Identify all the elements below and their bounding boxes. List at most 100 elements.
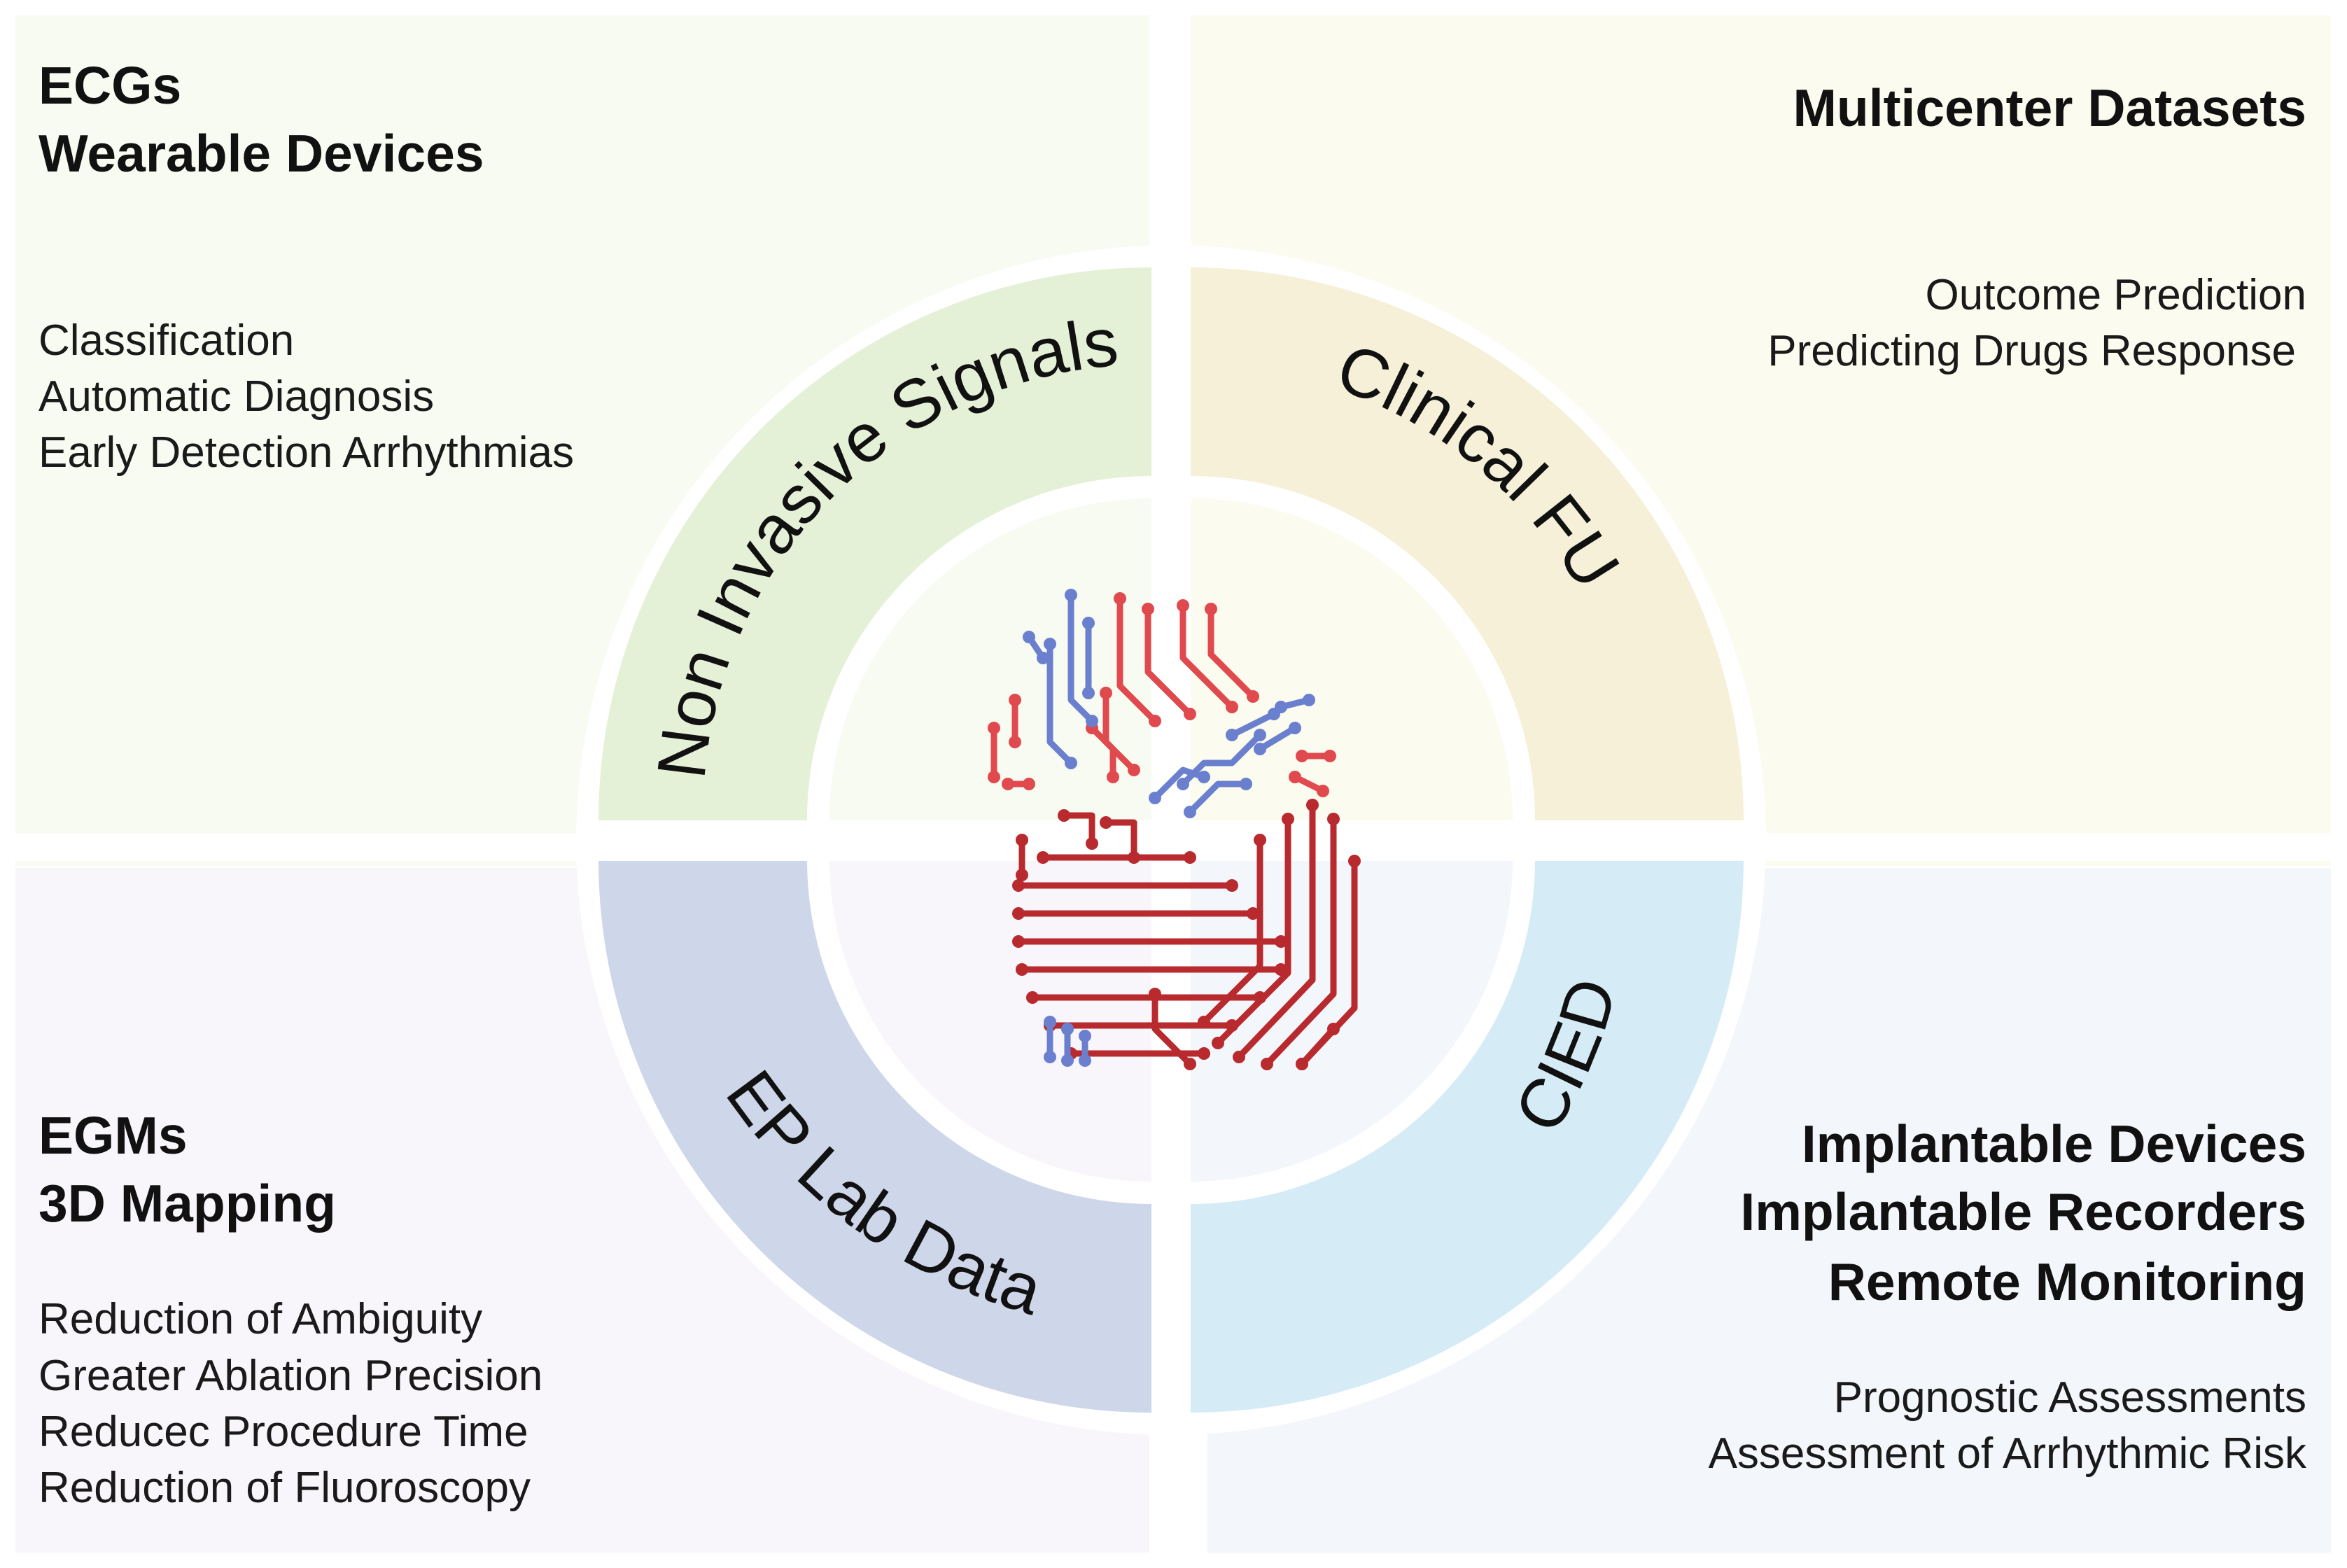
circuit-node [1348,855,1361,867]
top-right-item-2: Predicting Drugs Response [1767,327,2296,375]
circuit-node [1226,701,1238,713]
bottom-right-item-2: Assessment of Arrhythmic Risk [1709,1429,2307,1478]
circuit-node [1100,816,1112,829]
top-left-item-3: Early Detection Arrhythmias [38,428,574,477]
circuit-node [1079,1030,1091,1042]
circuit-node [1082,687,1095,699]
circuit-trace [1256,724,1298,752]
circuit-node [1184,851,1196,864]
circuit-node [1226,729,1238,741]
bottom-right-title-2: Implantable Recorders [1740,1182,2306,1241]
quadrant-top-left-text: ECGs Wearable Devices Classification Aut… [38,56,574,477]
circuit-node [1254,729,1266,741]
circuit-node [1037,851,1049,864]
circuit-node [1282,813,1294,825]
circuit-node [1289,722,1301,734]
circuit-node [1303,694,1315,706]
circuit-node [1289,771,1301,783]
circuit-node [1012,935,1025,948]
bottom-left-item-4: Reduction of Fluoroscopy [38,1464,531,1512]
circuit-node [1023,631,1035,643]
bottom-right-title-3: Remote Monitoring [1828,1252,2306,1311]
circuit-node [1205,603,1217,615]
band-top-left [598,267,1151,820]
circuit-node [1016,834,1028,846]
circuit-trace [1263,816,1337,1068]
band-bottom-right [1191,860,1744,1413]
circuit-trace [1298,1026,1337,1068]
circuit-trace [1151,990,1193,1068]
circuit-trace [1214,816,1291,1046]
circuit-node [1233,1051,1245,1063]
band-top-right [1191,267,1744,820]
circuit-node [1240,778,1252,790]
circuit-node [1065,757,1077,769]
circuit-node [1149,988,1161,1000]
top-right-title-1: Multicenter Datasets [1793,78,2306,137]
circuit-trace [1144,606,1193,718]
circuit-trace [1179,602,1235,710]
circuit-node [1177,778,1189,790]
circuit-node [1044,1016,1056,1028]
bottom-left-item-2: Greater Ablation Precision [38,1352,542,1400]
circuit-node [1212,1037,1224,1049]
circuit-node [1324,750,1336,762]
circuit-trace [1046,640,1074,766]
circuit-node [1184,708,1196,720]
circuit-trace [1102,819,1137,861]
circuit-node [1254,834,1266,846]
circuit-trace [1060,812,1095,847]
circuit-node [1058,809,1070,822]
circuit-node [1065,589,1077,601]
circuit-node [988,722,1000,734]
circuit-node [1082,617,1095,629]
circuit-node [1261,1058,1273,1070]
circuit-node [1149,715,1161,727]
circuit-node [1044,1051,1056,1063]
circuit-trace [1088,724,1116,780]
circuit-node [1100,687,1112,699]
bottom-right-item-1: Prognostic Assessments [1834,1373,2306,1422]
circuit-node [1016,963,1028,976]
circuit-node [1327,1023,1340,1035]
top-left-title-2: Wearable Devices [38,124,484,183]
circuit-node [1177,599,1189,612]
circuit-trace [1186,780,1249,816]
circuit-node [1086,837,1098,850]
circuit-trace [1151,766,1207,802]
circuit-node [1306,799,1319,811]
circuit-node [1275,935,1287,948]
circuit-node [1296,1058,1308,1070]
circuit-node [1086,715,1098,727]
inner-top-left [829,498,1151,820]
circuit-trace [1200,836,1263,1026]
circuit-node [1275,701,1287,713]
bottom-left-title-1: EGMs [38,1106,188,1165]
circuit-node [1023,778,1035,790]
circuit-node [1198,1047,1210,1060]
quadrant-top-right-text: Multicenter Datasets Outcome Prediction … [1767,78,2306,375]
circuit-node [1002,778,1014,790]
circuit-trace [1116,595,1158,724]
circuit-node [1012,879,1025,892]
circuit-trace [1228,710,1277,738]
circuit-node [1149,792,1161,804]
quadrant-bottom-left-text: EGMs 3D Mapping Reduction of Ambiguity G… [38,1106,542,1512]
top-left-item-2: Automatic Diagnosis [38,372,434,421]
circuit-node [1184,1058,1196,1070]
circuit-node [1317,785,1329,797]
band-bottom-left [598,860,1151,1413]
circuit-node [1061,1054,1074,1067]
top-left-item-1: Classification [38,316,294,365]
circuit-node [1198,1016,1210,1028]
top-right-item-1: Outcome Prediction [1926,271,2306,319]
circuit-node [1009,694,1021,706]
circuit-node [1044,638,1056,650]
circuit-node [1142,603,1154,615]
top-left-title-1: ECGs [38,56,181,115]
circuit-node [1296,750,1308,762]
bottom-left-item-3: Reducec Procedure Time [38,1408,528,1456]
circuit-node [1114,592,1126,605]
circuit-node [1128,764,1140,776]
bottom-left-title-2: 3D Mapping [38,1174,336,1233]
